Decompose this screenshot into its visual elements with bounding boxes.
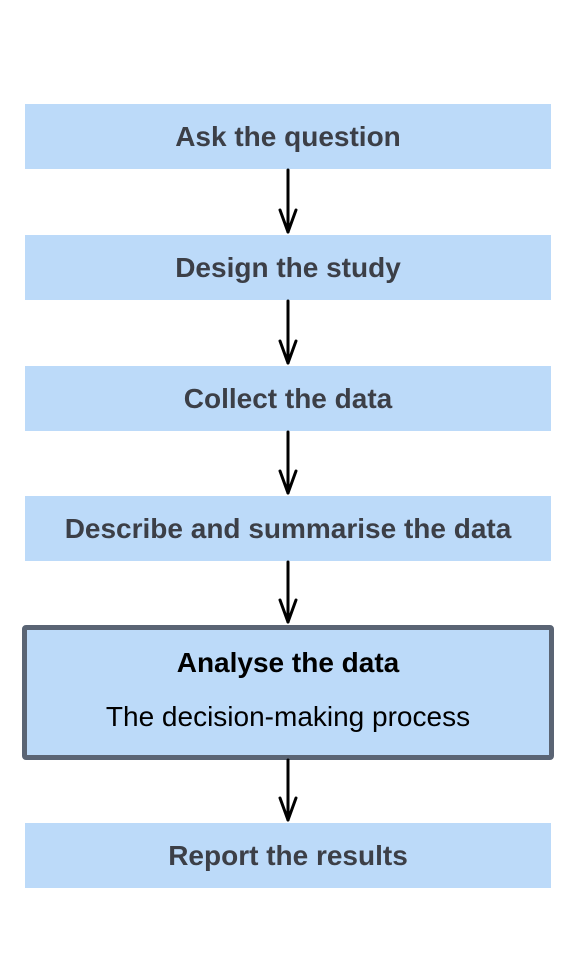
arrow-1-to-2 [278, 168, 298, 234]
arrow-3-to-4 [278, 430, 298, 495]
step-design-the-study: Design the study [25, 235, 551, 300]
step-report-the-results: Report the results [25, 823, 551, 888]
arrow-5-to-6 [278, 758, 298, 822]
arrow-2-to-3 [278, 299, 298, 365]
arrow-4-to-5 [278, 560, 298, 624]
step-label: Collect the data [183, 382, 393, 414]
step-label: Report the results [168, 839, 408, 871]
step-collect-the-data: Collect the data [25, 366, 551, 431]
step-label: Design the study [175, 251, 401, 283]
step-ask-the-question: Ask the question [25, 104, 551, 169]
step-analyse-the-data-highlighted: Analyse the data The decision-making pro… [22, 625, 554, 760]
step-describe-and-summarise: Describe and summarise the data [25, 496, 551, 561]
step-title: Analyse the data [176, 646, 400, 678]
step-label: Ask the question [175, 120, 401, 152]
step-label: Describe and summarise the data [64, 512, 512, 544]
step-subtitle: The decision-making process [105, 700, 471, 732]
